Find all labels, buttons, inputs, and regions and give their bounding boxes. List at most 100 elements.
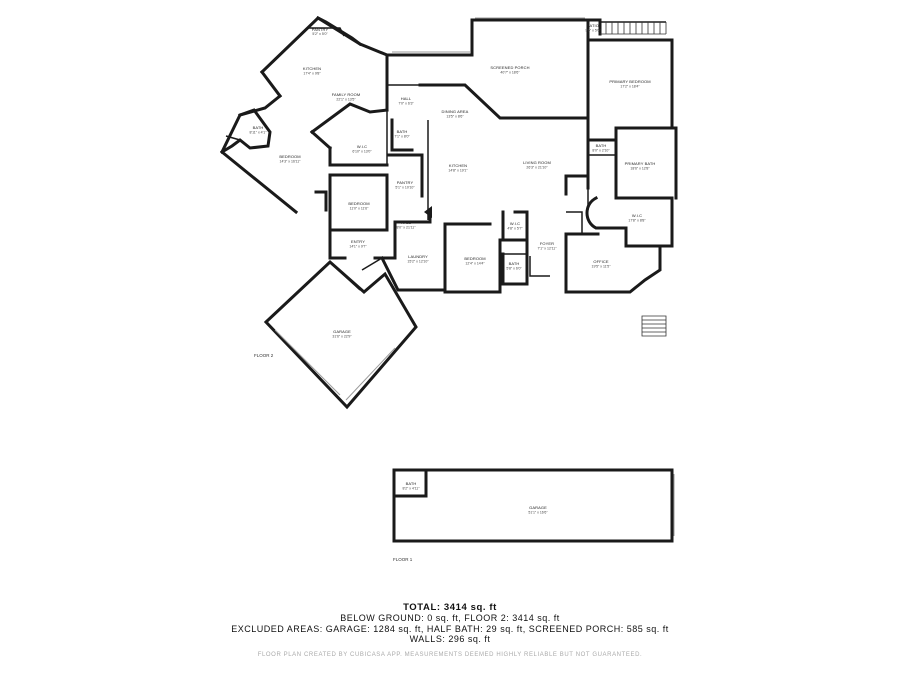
- svg-text:17'2" x 18'4": 17'2" x 18'4": [620, 85, 640, 89]
- area-totals: TOTAL: 3414 sq. ft BELOW GROUND: 0 sq. f…: [0, 602, 900, 645]
- svg-text:BATH: BATH: [406, 481, 417, 486]
- room-hall-top: HALL 7'0" x 6'3": [398, 96, 414, 106]
- svg-text:7'0" x 6'3": 7'0" x 6'3": [398, 102, 414, 106]
- svg-text:PRIMARY BEDROOM: PRIMARY BEDROOM: [609, 79, 650, 84]
- svg-text:5'1" x 10'10": 5'1" x 10'10": [395, 186, 415, 190]
- svg-text:BEDROOM: BEDROOM: [464, 256, 485, 261]
- floor-2-walls: [219, 15, 678, 410]
- svg-text:14'8" x 19'1": 14'8" x 19'1": [448, 169, 468, 173]
- excluded-areas: EXCLUDED AREAS: GARAGE: 1284 sq. ft, HAL…: [231, 623, 669, 634]
- room-living-room: LIVING ROOM 26'3" x 21'10": [523, 160, 551, 170]
- svg-text:14'3" x 16'11": 14'3" x 16'11": [280, 160, 302, 164]
- svg-text:HALL: HALL: [401, 96, 412, 101]
- svg-text:LAUNDRY: LAUNDRY: [408, 254, 428, 259]
- room-dining-area: DINING AREA 13'5" x 8'6": [442, 109, 469, 119]
- svg-text:BATH: BATH: [596, 143, 607, 148]
- room-wic-small: W.I.C 4'8" x 5'7": [507, 221, 523, 231]
- room-bedroom-left: BEDROOM 14'3" x 16'11": [279, 154, 301, 164]
- room-primary-bedroom: PRIMARY BEDROOM 17'2" x 18'4": [609, 79, 650, 89]
- room-labels: PANTRY 5'2" x 5'0" KITCHEN 17'4" x 9'8" …: [250, 23, 656, 515]
- room-entry: ENTRY 14'1" x 9'7": [349, 239, 367, 249]
- svg-text:18'6" x 12'8": 18'6" x 12'8": [630, 167, 650, 171]
- svg-text:HALL: HALL: [401, 220, 412, 225]
- svg-text:BEDROOM: BEDROOM: [348, 201, 369, 206]
- svg-text:9'6" x 5'6": 9'6" x 5'6": [585, 29, 601, 33]
- floor-1-label: FLOOR 1: [393, 557, 413, 562]
- svg-text:12'4" x 14'4": 12'4" x 14'4": [465, 262, 485, 266]
- svg-text:OFFICE: OFFICE: [593, 259, 608, 264]
- svg-text:31'6" x 22'9": 31'6" x 22'9": [332, 335, 352, 339]
- svg-text:17'8" x 8'8": 17'8" x 8'8": [628, 219, 646, 223]
- svg-text:BATH: BATH: [397, 129, 408, 134]
- room-hall-mid: HALL 8'0" x 21'11": [397, 220, 417, 230]
- svg-text:PANTRY: PANTRY: [312, 27, 329, 32]
- svg-text:51'1" x 16'6": 51'1" x 16'6": [528, 511, 548, 515]
- svg-text:ENTRY: ENTRY: [351, 239, 365, 244]
- svg-text:13'5" x 8'6": 13'5" x 8'6": [446, 115, 464, 119]
- room-screened-porch: SCREENED PORCH 40'7" x 18'6": [490, 65, 529, 75]
- svg-text:4'8" x 5'7": 4'8" x 5'7": [507, 227, 523, 231]
- svg-text:SCREENED PORCH: SCREENED PORCH: [490, 65, 529, 70]
- svg-text:PRIMARY BATH: PRIMARY BATH: [625, 161, 656, 166]
- svg-text:5'8" x 6'0": 5'8" x 6'0": [506, 267, 522, 271]
- room-family-room: FAMILY ROOM 22'1" x 13'5": [332, 92, 360, 102]
- room-wic-left: W.I.C 6'10" x 13'0": [352, 144, 372, 154]
- room-bath-lower: BATH 8'2" x 4'11": [403, 481, 421, 491]
- room-kitchen-center: KITCHEN 14'8" x 19'1": [448, 163, 468, 173]
- svg-text:19'5" x 11'5": 19'5" x 11'5": [592, 265, 612, 269]
- svg-text:KITCHEN: KITCHEN: [449, 163, 467, 168]
- floor-plan: PANTRY 5'2" x 5'0" KITCHEN 17'4" x 9'8" …: [219, 15, 678, 562]
- room-patio: PATIO 9'6" x 5'6": [585, 23, 601, 33]
- room-pantry-top: PANTRY 5'2" x 5'0": [312, 27, 329, 36]
- svg-text:8'0" x 2'10": 8'0" x 2'10": [592, 149, 610, 153]
- svg-text:14'1" x 9'7": 14'1" x 9'7": [349, 245, 367, 249]
- svg-text:BEDROOM: BEDROOM: [279, 154, 300, 159]
- svg-text:11'0" x 11'6": 11'0" x 11'6": [350, 207, 369, 211]
- room-office: OFFICE 19'5" x 11'5": [592, 259, 612, 269]
- room-garage-upper: GARAGE 31'6" x 22'9": [332, 329, 352, 339]
- disclaimer: FLOOR PLAN CREATED BY CUBICASA APP. MEAS…: [257, 652, 643, 658]
- room-bath-center: BATH 7'1" x 8'0": [394, 129, 410, 139]
- svg-text:BATH: BATH: [509, 261, 520, 266]
- svg-text:LIVING ROOM: LIVING ROOM: [523, 160, 551, 165]
- room-bedroom-center: BEDROOM 12'4" x 14'4": [464, 256, 485, 266]
- svg-text:26'3" x 21'10": 26'3" x 21'10": [526, 166, 548, 170]
- svg-text:8'11" x 4'1": 8'11" x 4'1": [250, 131, 268, 135]
- room-garage-lower: GARAGE 51'1" x 16'6": [528, 505, 548, 515]
- svg-text:FOYER: FOYER: [540, 241, 554, 246]
- svg-text:5'2" x 5'0": 5'2" x 5'0": [312, 32, 328, 36]
- svg-text:7'1" x 12'11": 7'1" x 12'11": [538, 247, 558, 251]
- room-laundry: LAUNDRY 15'2" x 12'10": [407, 254, 429, 264]
- svg-text:17'4" x 9'8": 17'4" x 9'8": [303, 72, 321, 76]
- room-bath-small: BATH 5'8" x 6'0": [506, 261, 522, 271]
- room-bath-left: BATH 8'11" x 4'1": [250, 125, 268, 135]
- svg-text:15'2" x 12'10": 15'2" x 12'10": [407, 260, 429, 264]
- svg-text:PANTRY: PANTRY: [397, 180, 414, 185]
- svg-text:8'0" x 21'11": 8'0" x 21'11": [397, 226, 417, 230]
- svg-text:KITCHEN: KITCHEN: [303, 66, 321, 71]
- room-primary-bath: PRIMARY BATH 18'6" x 12'8": [625, 161, 656, 171]
- svg-text:GARAGE: GARAGE: [529, 505, 547, 510]
- svg-text:22'1" x 13'5": 22'1" x 13'5": [336, 98, 356, 102]
- svg-text:DINING AREA: DINING AREA: [442, 109, 469, 114]
- below-ground-floor-area: BELOW GROUND: 0 sq. ft, FLOOR 2: 3414 sq…: [340, 613, 560, 623]
- total-area: TOTAL: 3414 sq. ft: [403, 602, 497, 613]
- svg-text:40'7" x 18'6": 40'7" x 18'6": [500, 71, 520, 75]
- room-wic-right: W.I.C 17'8" x 8'8": [628, 213, 646, 223]
- room-kitchen-left: KITCHEN 17'4" x 9'8": [303, 66, 322, 76]
- svg-text:W.I.C: W.I.C: [510, 221, 520, 226]
- walls-area: WALLS: 296 sq. ft: [409, 634, 491, 644]
- svg-text:PATIO: PATIO: [587, 23, 599, 28]
- svg-text:BATH: BATH: [253, 125, 264, 130]
- room-pantry-center: PANTRY 5'1" x 10'10": [395, 180, 415, 190]
- svg-text:8'2" x 4'11": 8'2" x 4'11": [403, 487, 421, 491]
- room-bath-right: BATH 8'0" x 2'10": [592, 143, 610, 153]
- svg-text:6'10" x 13'0": 6'10" x 13'0": [352, 150, 372, 154]
- floor-1-walls: [392, 468, 675, 543]
- svg-text:7'1" x 8'0": 7'1" x 8'0": [394, 135, 410, 139]
- room-foyer: FOYER 7'1" x 12'11": [538, 241, 558, 251]
- svg-text:GARAGE: GARAGE: [333, 329, 351, 334]
- svg-text:W.I.C: W.I.C: [357, 144, 367, 149]
- room-bedroom-mid-left: BEDROOM 11'0" x 11'6": [348, 201, 369, 211]
- svg-text:W.I.C: W.I.C: [632, 213, 642, 218]
